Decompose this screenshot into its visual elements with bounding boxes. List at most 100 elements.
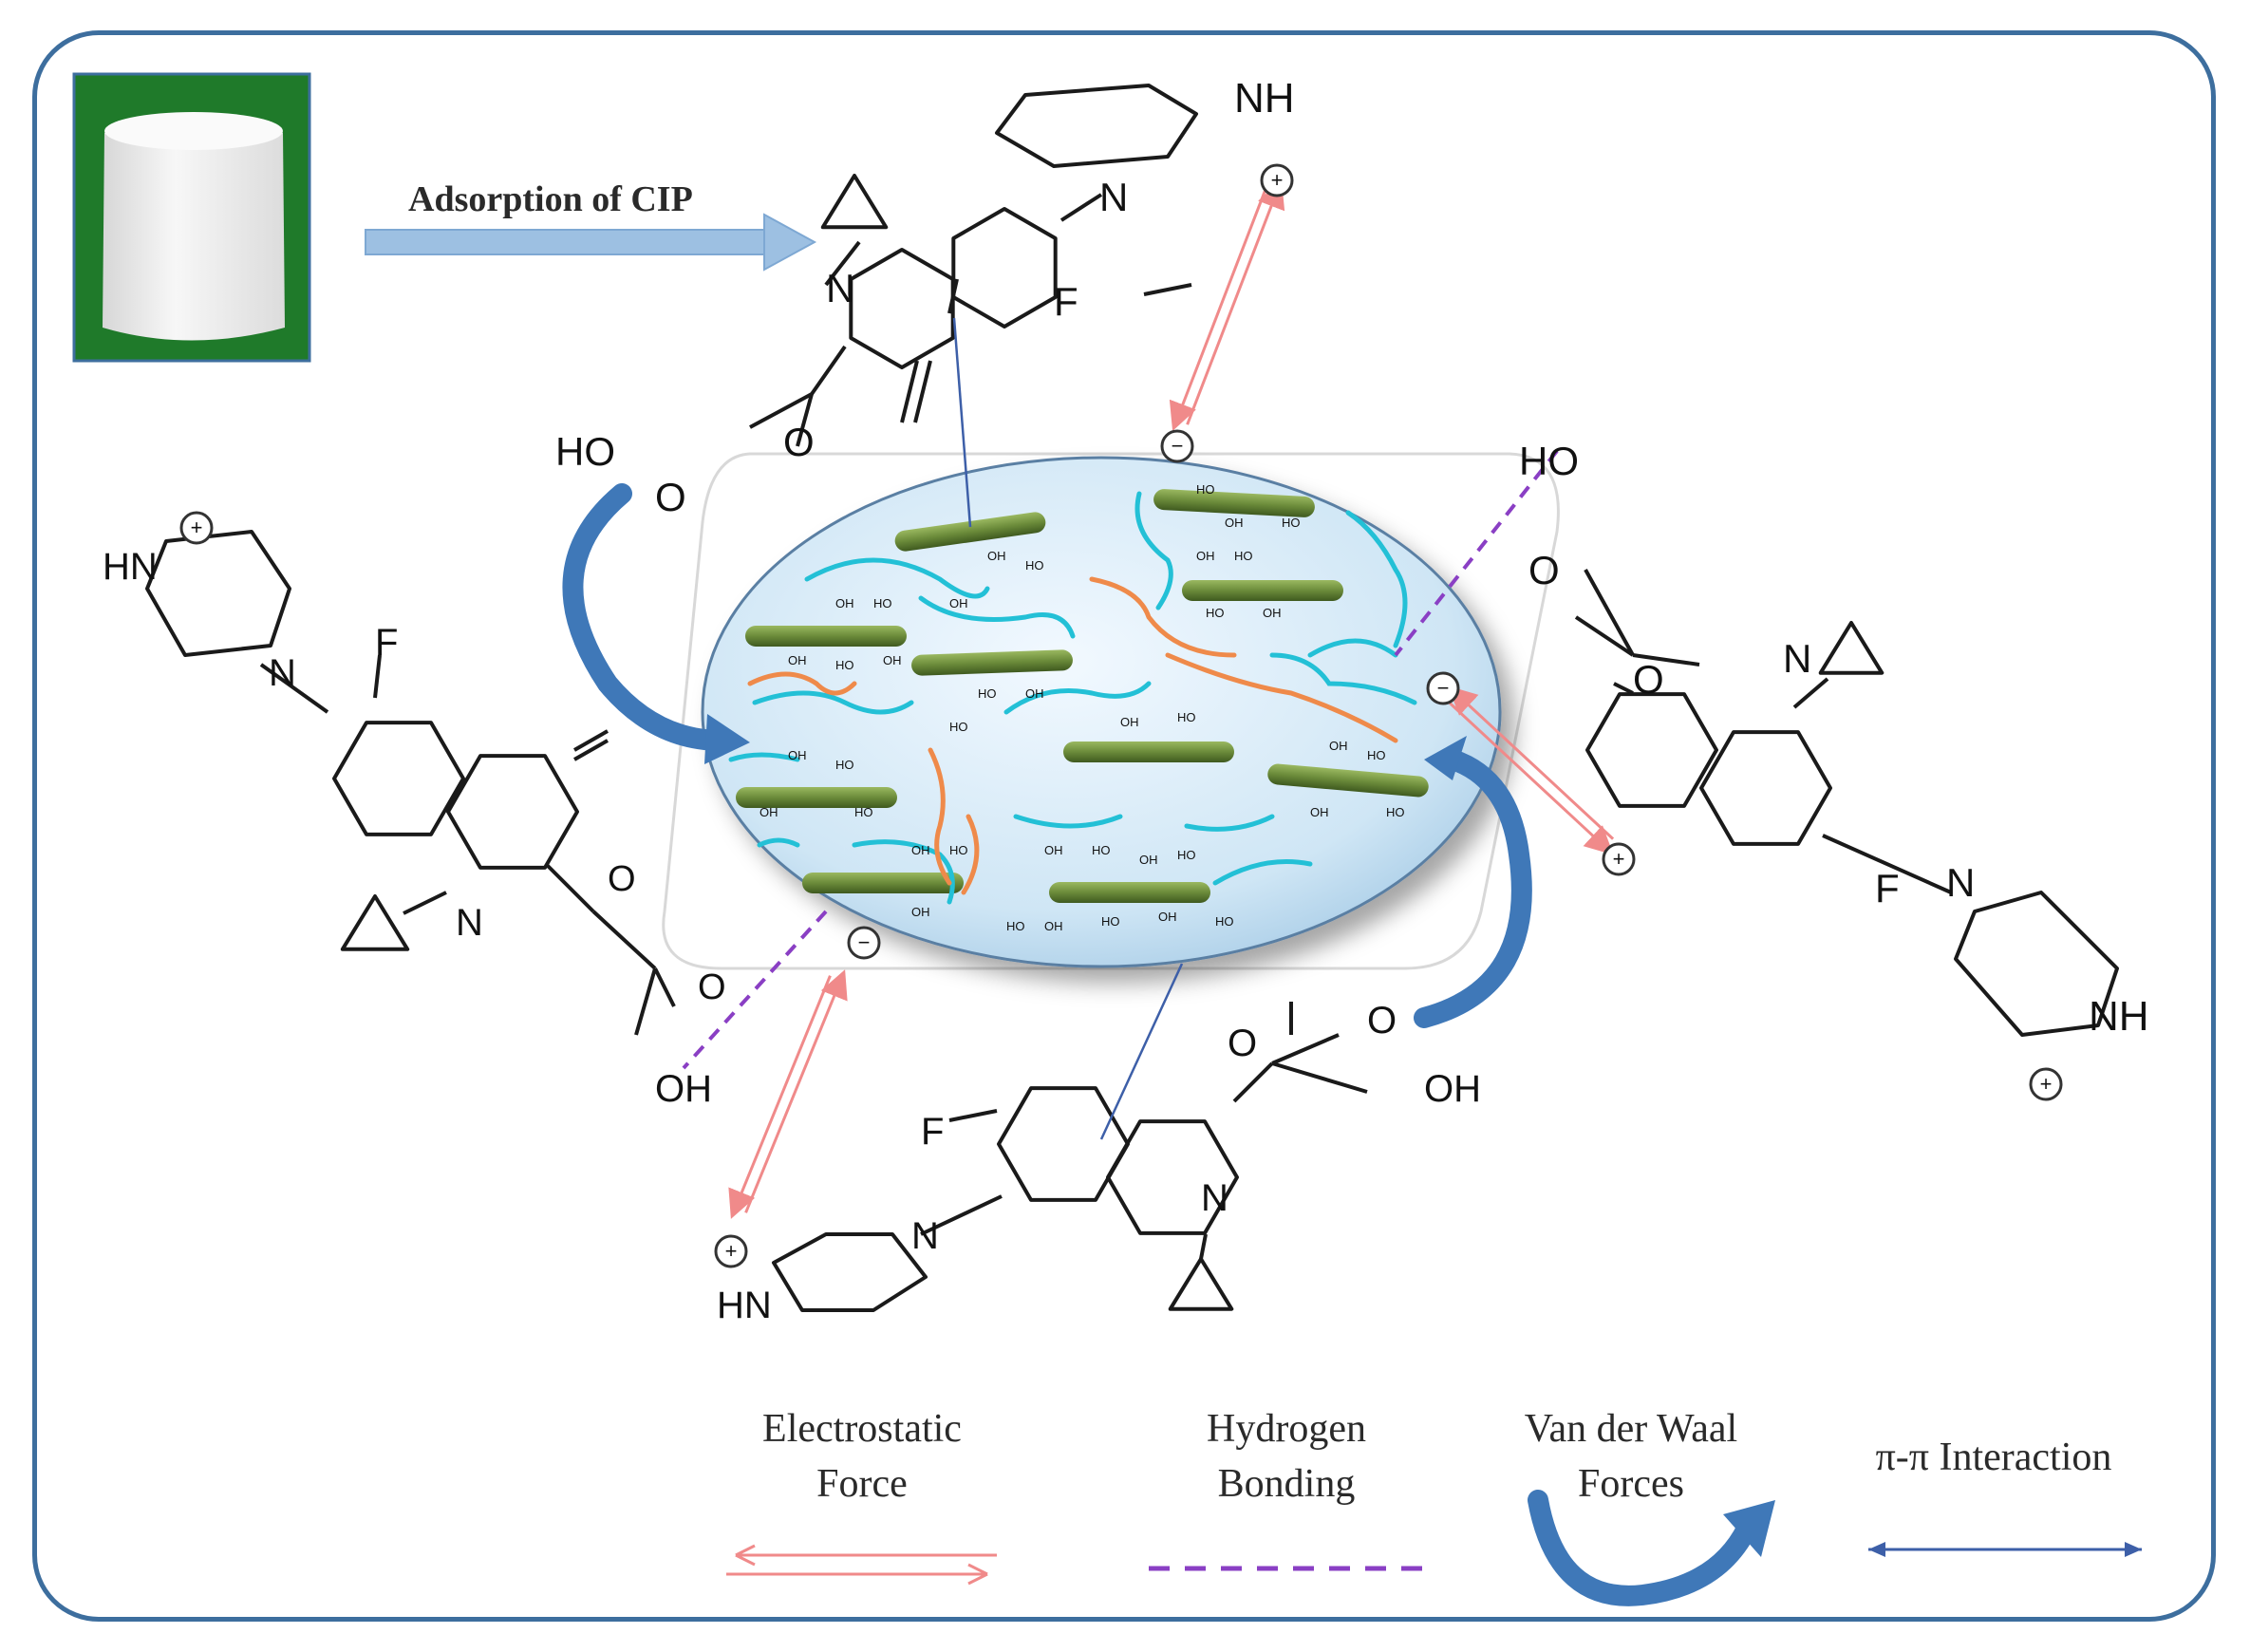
chain-orange: [1165, 652, 1398, 743]
bond: [373, 654, 382, 699]
bond: [749, 392, 813, 429]
ring: [951, 207, 1058, 329]
bond: [1271, 1061, 1368, 1094]
ring: [997, 1086, 1130, 1202]
bond: [591, 910, 657, 970]
hydroxyl-label: OH: [1310, 805, 1329, 819]
polymer-chains: [728, 491, 1417, 905]
bond: [900, 360, 919, 423]
atom-label: HO: [555, 429, 615, 474]
cnc-rod: [1063, 742, 1234, 762]
legend-vdw: Van der Waal Forces: [1525, 1407, 1775, 1606]
hydroxyl-label: HO: [1177, 710, 1196, 724]
hydroxyl-label: OH: [1044, 843, 1063, 857]
bond: [634, 967, 657, 1036]
hydroxyl-label: OH: [759, 805, 778, 819]
hydroxyl-label: HO: [1206, 606, 1225, 620]
atom-label: HN: [717, 1285, 772, 1326]
legend-pipi: π-π Interaction: [1868, 1436, 2142, 1557]
legend-electrostatic-line2: Force: [816, 1462, 908, 1506]
charge-circle: [1260, 163, 1294, 197]
cnc-rod: [745, 626, 907, 647]
hydroxyl-label: HO: [835, 758, 854, 772]
legend-hbond-line2: Bonding: [1218, 1462, 1356, 1506]
charge-sign: +: [191, 516, 203, 539]
hydroxyl-label: OH: [987, 549, 1006, 563]
hydroxyl-label: HO: [1282, 516, 1301, 530]
charge-sign: +: [725, 1239, 738, 1263]
hydroxyl-label: OH: [788, 653, 807, 667]
bond: [1822, 834, 1952, 894]
electrostatic-line: [1448, 685, 1615, 840]
atom-label: HO: [1519, 439, 1579, 483]
hydroxyl-label: OH: [1196, 549, 1215, 563]
charges: + − + − + − + +: [179, 163, 2063, 1268]
bond: [653, 967, 676, 1007]
plus-charge-icon: +: [1602, 842, 1636, 876]
chain-cyan: [918, 595, 1076, 639]
chain-orange: [928, 747, 952, 886]
ring: [446, 754, 579, 870]
hydroxyl-label: OH: [1263, 606, 1282, 620]
hbond-line: [1394, 449, 1559, 657]
charge-sign: −: [858, 930, 871, 954]
charge-circle: [1160, 429, 1194, 463]
bond: [913, 360, 932, 423]
atom-label: N: [269, 652, 296, 694]
atom-label: N: [826, 266, 854, 310]
atom-label: O: [1367, 1000, 1397, 1042]
hydroxyl-label: OH: [835, 596, 854, 610]
charge-sign: +: [1271, 168, 1284, 192]
chain-cyan: [1134, 491, 1173, 610]
charge-sign: −: [1172, 434, 1184, 458]
minus-charge-icon: −: [1426, 671, 1460, 705]
charge-circle: [1602, 842, 1636, 876]
piperazine-ring: [772, 1232, 928, 1312]
adsorption-arrow: [365, 213, 817, 272]
hydroxyl-label: OH: [1025, 686, 1044, 701]
minus-charge-icon: −: [847, 926, 881, 960]
hydroxyl-label: HO: [1234, 549, 1253, 563]
hydroxyl-label: OH: [949, 596, 968, 610]
bond: [573, 729, 609, 752]
cnc-rod: [1182, 580, 1343, 601]
atom-label: O: [1528, 548, 1560, 592]
chain-cyan: [1345, 510, 1408, 648]
legend-hbond: Hydrogen Bonding: [1149, 1407, 1429, 1571]
aerogel-photo: [72, 72, 311, 363]
atom-label: OH: [1424, 1068, 1481, 1110]
hydroxyl-label: OH: [883, 653, 902, 667]
cnc-rod: [911, 649, 1073, 676]
cyclopropyl: [340, 894, 410, 951]
bond: [824, 240, 861, 287]
atom-label: F: [375, 622, 398, 664]
ring: [1585, 692, 1718, 808]
legend-vdw-line2: Forces: [1578, 1462, 1684, 1506]
cnc-rod: [1153, 489, 1315, 517]
cnc-rod: [736, 787, 897, 808]
plus-charge-icon: +: [714, 1234, 748, 1268]
legend-pipi-label: π-π Interaction: [1876, 1436, 2112, 1479]
cyclopropyl: [1168, 1257, 1234, 1311]
atom-label: O: [698, 967, 726, 1007]
adsorption-label: Adsorption of CIP: [408, 179, 693, 219]
bond: [573, 739, 609, 761]
cyclopropyl: [820, 174, 889, 230]
electrostatic-line: [1186, 178, 1285, 425]
hbond-line: [682, 910, 828, 1070]
atom-label: N: [1201, 1177, 1228, 1219]
hydroxyl-label: HO: [1177, 848, 1196, 862]
chain-cyan: [1003, 681, 1152, 715]
atom-label: F: [1054, 279, 1078, 324]
piperazine-ring: [1954, 891, 2119, 1037]
charge-circle: [179, 511, 214, 545]
plus-charge-icon: +: [1260, 163, 1294, 197]
atom-label: N: [456, 902, 483, 944]
chain-cyan: [1184, 814, 1275, 832]
hydroxyl-label: HO: [949, 843, 968, 857]
plus-charge-icon: +: [2029, 1067, 2063, 1101]
hydroxyl-label: OH: [1139, 853, 1158, 867]
ring: [1106, 1119, 1239, 1235]
bond: [920, 1194, 1003, 1236]
bond: [403, 891, 447, 915]
